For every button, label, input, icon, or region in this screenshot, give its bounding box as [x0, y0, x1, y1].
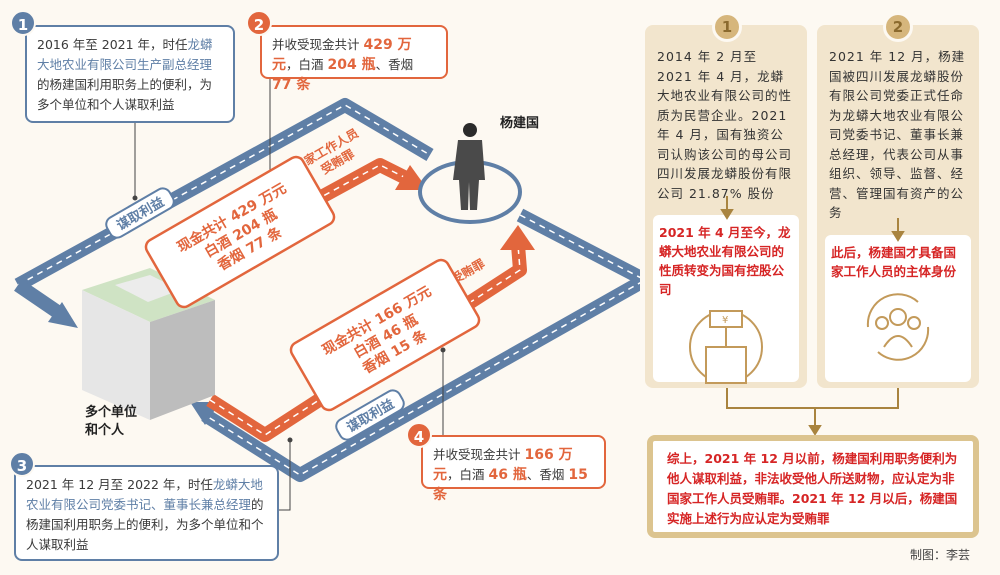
arrow-to-person-icon — [500, 225, 535, 250]
step-4-liquor: 46 瓶 — [488, 467, 527, 483]
arrow-to-building-icon — [48, 302, 78, 328]
step-4-box: 并收受现金共计 166 万元，白酒 46 瓶、香烟 15 条 — [421, 435, 606, 503]
building-icon — [82, 268, 215, 420]
card-1-result: 2021 年 4 月至今，龙蟒大地农业有限公司的性质转变为国有控股公司 — [659, 225, 791, 297]
card-2-text: 2021 年 12 月，杨建国被四川发展龙蟒股份有限公司党委正式任命为龙蟒大地农… — [829, 49, 966, 220]
step-1-badge: 1 — [10, 10, 36, 36]
card-1: 2014 年 2 月至 2021 年 4 月，龙蟒大地农业有限公司的性质为民营企… — [645, 25, 807, 388]
step-4-badge: 4 — [406, 422, 432, 448]
card-1-text: 2014 年 2 月至 2021 年 4 月，龙蟒大地农业有限公司的性质为民营企… — [657, 49, 793, 201]
step-3-text: 2021 年 12 月至 2022 年，时任 — [26, 477, 213, 492]
step-2-text-mid: ，白酒 — [286, 57, 324, 72]
card-2-result: 此后，杨建国才具备国家工作人员的主体身份 — [831, 245, 957, 279]
step-2-liquor: 204 瓶 — [327, 57, 376, 73]
building-label-1: 多个单位 — [85, 404, 137, 420]
step-1-text: 2016 年至 2021 年，时任 — [37, 37, 188, 52]
step-1-role: 龙蟒大地农业有限公司生产副总经理 — [37, 37, 213, 72]
step-1-box: 2016 年至 2021 年，时任龙蟒大地农业有限公司生产副总经理的杨建国利用职… — [25, 25, 235, 123]
card-2-badge: 2 — [883, 12, 913, 42]
step-4-text: 并收受现金共计 — [433, 447, 521, 462]
credit: 制图：李芸 — [910, 548, 971, 562]
step-3-role: 龙蟒大地农业有限公司党委书记、董事长兼总经理 — [26, 477, 263, 512]
svg-text:¥: ¥ — [722, 315, 728, 326]
card-1-result-box: 2021 年 4 月至今，龙蟒大地农业有限公司的性质转变为国有控股公司 ¥ — [653, 215, 799, 384]
person-icon — [453, 123, 485, 210]
summary-box: 综上，2021 年 12 月以前，杨建国利用职务便利为他人谋取利益，非法收受他人… — [647, 435, 979, 538]
people-cycle-icon — [866, 293, 930, 361]
step-4-text-mid: ，白酒 — [447, 467, 485, 482]
step-4-cigarettes: 15 条 — [433, 467, 588, 503]
step-3-badge: 3 — [9, 451, 35, 477]
card-1-badge: 1 — [712, 12, 742, 42]
step-2-text-mid2: 、香烟 — [375, 57, 414, 72]
leader-lines — [132, 78, 446, 511]
flow-diagram: 谋取利益 谋取利益 非国家工作人员 受贿罪 受贿罪 现金共计 429 万元 白酒… — [14, 78, 640, 511]
step-2-cash: 429 万元 — [272, 37, 412, 73]
building-label-2: 和个人 — [85, 422, 125, 438]
step-2-badge: 2 — [246, 10, 272, 36]
step-2-cigarettes: 77 条 — [272, 77, 311, 93]
card-2-result-box: 此后，杨建国才具备国家工作人员的主体身份 — [825, 235, 971, 382]
step-4-text-mid2: 、香烟 — [526, 467, 565, 482]
state-company-icon: ¥ — [689, 310, 763, 384]
card-2: 2021 年 12 月，杨建国被四川发展龙蟒股份有限公司党委正式任命为龙蟒大地农… — [817, 25, 979, 388]
step-2-box: 并收受现金共计 429 万元，白酒 204 瓶、香烟 77 条 — [260, 25, 448, 93]
step-3-box: 2021 年 12 月至 2022 年，时任龙蟒大地农业有限公司党委书记、董事长… — [14, 465, 279, 561]
step-4-cash: 166 万元 — [433, 447, 573, 483]
step-3-text-end: 的杨建国利用职务上的便利，为多个单位和个人谋取利益 — [26, 497, 264, 552]
person-label: 杨建国 — [500, 115, 539, 131]
step-2-text: 并收受现金共计 — [272, 37, 360, 52]
step-1-text-end: 的杨建国利用职务上的便利，为多个单位和个人谋取利益 — [37, 77, 213, 112]
